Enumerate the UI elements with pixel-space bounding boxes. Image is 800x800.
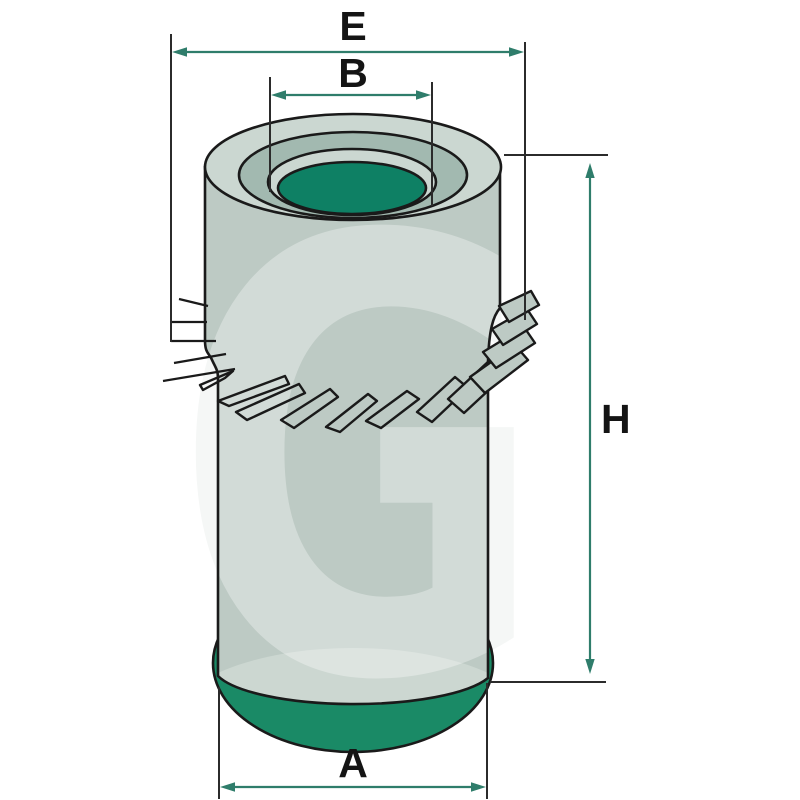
top-seal-opening: [276, 160, 428, 216]
pleat-edge-lines: [162, 297, 236, 383]
arrowhead-h-top: [585, 163, 595, 178]
arrowhead-b-left: [271, 90, 286, 100]
body-bottom-sheen: [205, 648, 500, 705]
dimension-b: B: [271, 50, 431, 100]
dimension-h: H: [585, 163, 631, 674]
dimension-label-e: E: [339, 3, 366, 49]
arrowhead-a-right: [471, 782, 486, 792]
filter-body-fill: [205, 167, 500, 705]
dimension-a: A: [220, 740, 486, 792]
arrowhead-e-left: [172, 47, 187, 57]
arrowhead-e-right: [509, 47, 524, 57]
dimension-e: E: [172, 3, 524, 57]
arrowhead-b-right: [416, 90, 431, 100]
watermark-g-icon: G: [173, 113, 547, 800]
arrowhead-a-left: [220, 782, 235, 792]
dimension-label-a: A: [338, 740, 368, 786]
dimension-label-b: B: [338, 50, 368, 96]
filter-body-outline: [203, 165, 502, 706]
dimension-label-h: H: [601, 396, 631, 442]
pleat-band-filled-teeth: [446, 289, 541, 415]
pleat-band-open-teeth: [198, 369, 470, 434]
arrowhead-h-bottom: [585, 659, 595, 674]
